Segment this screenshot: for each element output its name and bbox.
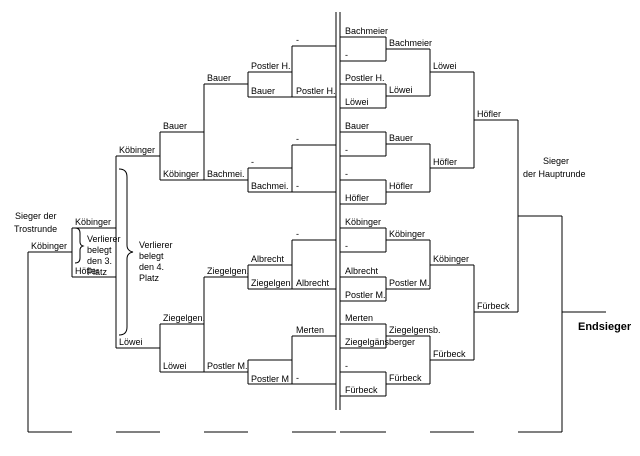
left-r2-entry: Bauer (207, 73, 231, 83)
right-r1-entry: Fürbeck (345, 385, 378, 395)
left-r1-entry: - (251, 157, 254, 167)
right-r1-entry: - (345, 361, 348, 371)
loser-fourth-note-4: Platz (139, 273, 160, 283)
right-r1-entry: Köbinger (345, 217, 381, 227)
brace-third-place (74, 227, 85, 264)
left-r1-entry: - (296, 134, 299, 144)
left-r3-entry: Löwei (163, 361, 187, 371)
main-winner-caption-2: der Hauptrunde (523, 169, 586, 179)
right-r2-entry: Bauer (389, 133, 413, 143)
right-r4-entry: Höfler (477, 109, 501, 119)
loser-fourth-note-1: Verlierer (139, 240, 173, 250)
loser-third-note-4: Platz (87, 267, 108, 277)
left-r2-entry: Bachmei. (207, 169, 245, 179)
right-r2-entry: Bachmeier (389, 38, 432, 48)
right-r3-entry: Köbinger (433, 254, 469, 264)
right-r1-entry: Höfler (345, 193, 369, 203)
loser-fourth-note-2: belegt (139, 251, 164, 261)
left-r2-entry: Postler M. (207, 361, 248, 371)
final-winner-caption: Endsieger (578, 321, 632, 333)
left-r1-entry: Bauer (251, 86, 275, 96)
left-r2-entry: Ziegelgen. (207, 266, 249, 276)
consolation-winner-caption-1: Sieger der (15, 211, 57, 221)
right-r1-entry: Bauer (345, 121, 369, 131)
left-r1-entry: Merten (296, 325, 324, 335)
left-semifinal-entry: Höfler (75, 266, 99, 276)
right-r1-entry: Albrecht (345, 266, 379, 276)
right-r1-entry: - (345, 241, 348, 251)
right-r2-entry: Ziegelgensb. (389, 325, 441, 335)
left-r1-entry: Albrecht (251, 254, 285, 264)
main-winner-caption-1: Sieger (543, 156, 569, 166)
right-r1-entry: - (345, 169, 348, 179)
left-r3-entry: Köbinger (163, 169, 199, 179)
loser-third-note-2: belegt (87, 245, 112, 255)
right-r3-entry: Löwei (433, 61, 457, 71)
right-r1-entry: Ziegelgänsberger (345, 337, 415, 347)
right-r4-entry: Fürbeck (477, 301, 510, 311)
brace-fourth-place (118, 168, 134, 336)
right-r2-entry: Postler M. (389, 278, 430, 288)
left-r1-entry: Ziegelgen (251, 278, 291, 288)
left-r4-entry: Löwei (119, 337, 143, 347)
left-r1-entry: Postler M (251, 374, 289, 384)
consolation-winner-caption-2: Trostrunde (14, 224, 57, 234)
loser-fourth-note-3: den 4. (139, 262, 164, 272)
left-r1-entry: Postler H. (296, 86, 336, 96)
left-r1-entry: Albrecht (296, 278, 330, 288)
right-r1-entry: Löwei (345, 97, 369, 107)
left-r1-entry: - (296, 229, 299, 239)
loser-third-note-1: Verlierer (87, 234, 121, 244)
right-r1-entry: Postler H. (345, 73, 385, 83)
left-r1-entry: Postler H. (251, 61, 291, 71)
right-r1-entry: Bachmeier (345, 26, 388, 36)
right-r2-entry: Fürbeck (389, 373, 422, 383)
right-r1-entry: - (345, 50, 348, 60)
left-r1-entry: - (296, 35, 299, 45)
right-r1-entry: Postler M. (345, 290, 386, 300)
right-r2-entry: Köbinger (389, 229, 425, 239)
right-r2-entry: Höfler (389, 181, 413, 191)
loser-third-note-3: den 3. (87, 256, 112, 266)
consolation-final-winner: Köbinger (31, 241, 67, 251)
left-r1-entry: - (296, 181, 299, 191)
left-r4-entry: Köbinger (119, 145, 155, 155)
left-r3-entry: Ziegelgen. (163, 313, 205, 323)
left-r1-entry: Bachmei. (251, 181, 289, 191)
left-semifinal-entry: Köbinger (75, 217, 111, 227)
right-r1-entry: - (345, 145, 348, 155)
right-r3-entry: Fürbeck (433, 349, 466, 359)
left-r1-entry: - (296, 373, 299, 383)
left-r3-entry: Bauer (163, 121, 187, 131)
right-r3-entry: Höfler (433, 157, 457, 167)
right-r1-entry: Merten (345, 313, 373, 323)
right-r2-entry: Löwei (389, 85, 413, 95)
